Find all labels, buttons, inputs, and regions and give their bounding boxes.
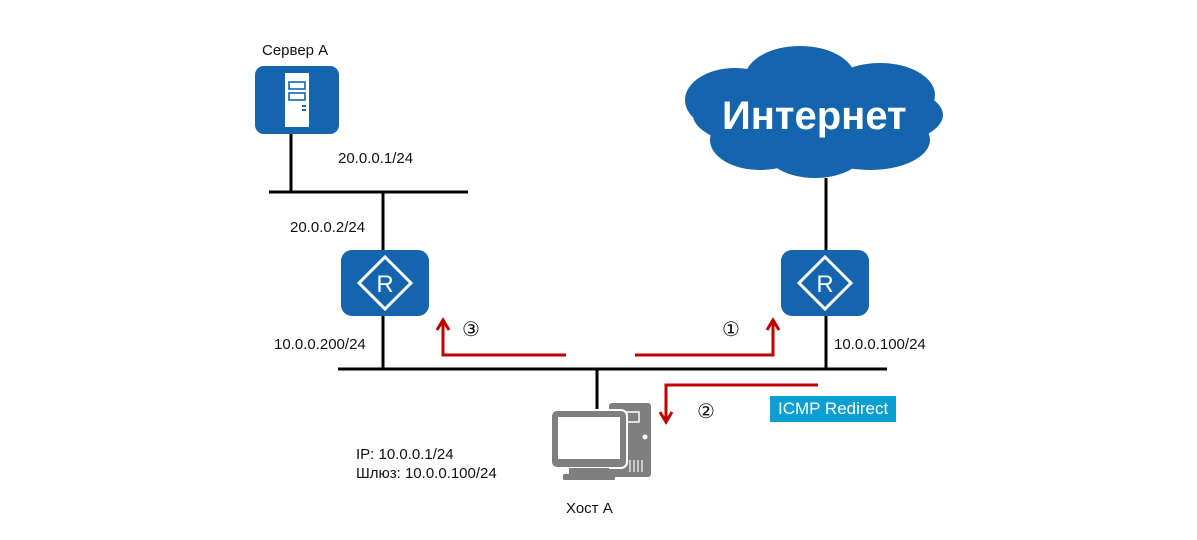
server-ip: 20.0.0.1/24: [338, 150, 414, 167]
host-pc-icon: [550, 403, 651, 480]
host-gateway: Шлюз: 10.0.0.100/24: [356, 465, 497, 482]
left-router-lower-ip: 10.0.0.200/24: [274, 336, 366, 353]
svg-text:R: R: [816, 271, 833, 298]
arrow-step-3: [435, 317, 566, 357]
internet-cloud-icon: [685, 46, 943, 178]
left-router-icon: R: [341, 250, 429, 316]
host-label: Хост А: [566, 500, 613, 517]
internet-label: Интернет: [722, 94, 907, 138]
icmp-redirect-badge: ICMP Redirect: [770, 396, 897, 422]
step-3-marker: ③: [462, 317, 480, 341]
left-router-upper-ip: 20.0.0.2/24: [290, 219, 366, 236]
right-router-icon: R: [781, 250, 869, 316]
arrow-step-1: [635, 317, 781, 357]
step-2-marker: ②: [697, 399, 715, 423]
svg-text:R: R: [376, 271, 393, 298]
step-1-marker: ①: [722, 317, 740, 341]
right-router-lower-ip: 10.0.0.100/24: [834, 336, 926, 353]
server-icon: [255, 66, 339, 134]
arrow-step-2: [658, 383, 818, 425]
server-label: Сервер А: [262, 42, 329, 59]
host-ip: IP: 10.0.0.1/24: [356, 446, 454, 463]
